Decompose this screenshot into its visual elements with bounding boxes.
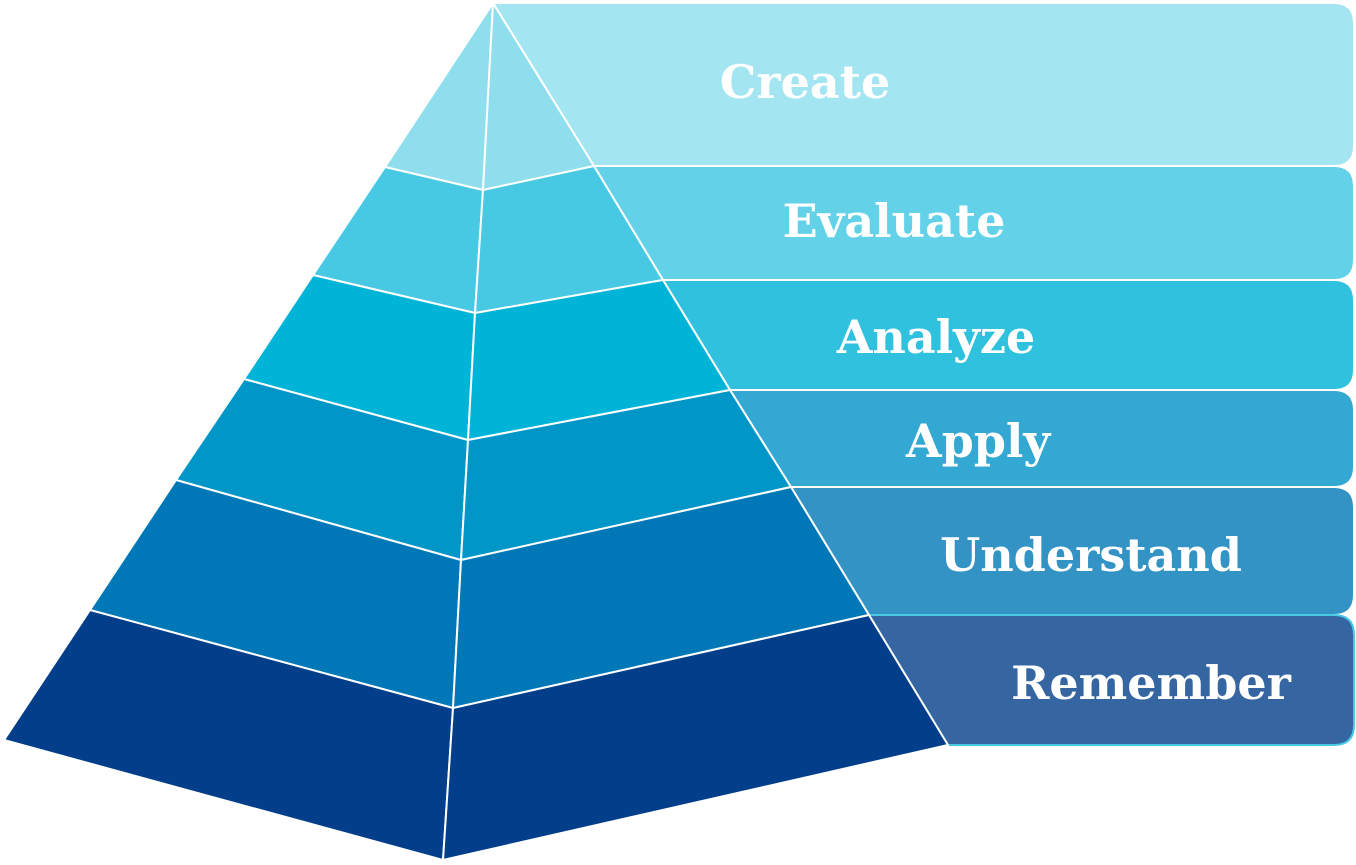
level-label-understand: Understand xyxy=(940,528,1242,582)
level-label-create: Create xyxy=(720,55,890,109)
pyramid-left-face-create xyxy=(384,2,494,191)
level-band-create xyxy=(491,2,1355,167)
level-bands xyxy=(491,2,1355,746)
level-label-analyze: Analyze xyxy=(836,310,1036,364)
level-label-apply: Apply xyxy=(905,414,1051,468)
level-label-evaluate: Evaluate xyxy=(783,194,1006,248)
level-labels: Create Evaluate Analyze Apply Understand… xyxy=(720,55,1292,710)
pyramid-right-face-remember xyxy=(442,614,949,861)
level-band-remember xyxy=(867,614,1355,746)
pyramid-faces xyxy=(3,2,949,861)
level-label-remember: Remember xyxy=(1011,656,1292,710)
